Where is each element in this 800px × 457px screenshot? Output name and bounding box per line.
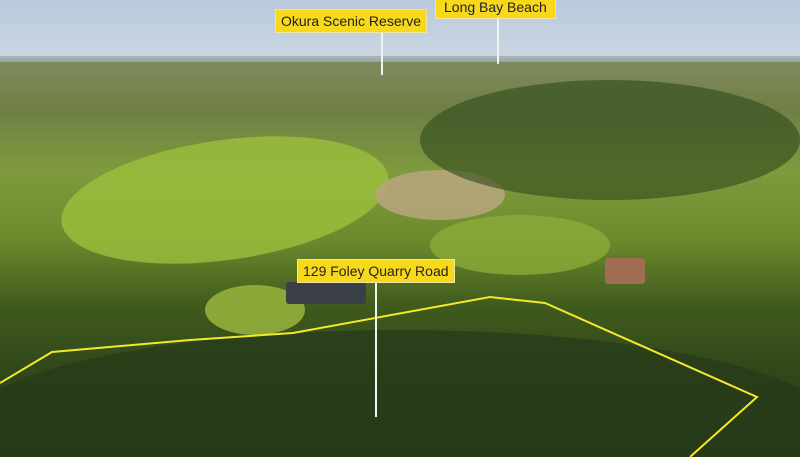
treeline xyxy=(420,80,800,200)
neighbor-roof xyxy=(605,258,645,284)
property-pointer-line xyxy=(375,281,377,417)
label-property-address: 129 Foley Quarry Road xyxy=(297,259,455,283)
sea-horizon xyxy=(0,56,800,66)
okura-pointer-line xyxy=(381,31,383,75)
forest-dark xyxy=(0,330,800,457)
label-long-bay-beach: Long Bay Beach xyxy=(435,0,556,19)
longbay-pointer-line xyxy=(497,14,499,64)
house-roof xyxy=(286,282,366,304)
label-okura-scenic-reserve: Okura Scenic Reserve xyxy=(275,9,428,33)
pasture-right xyxy=(430,215,610,275)
